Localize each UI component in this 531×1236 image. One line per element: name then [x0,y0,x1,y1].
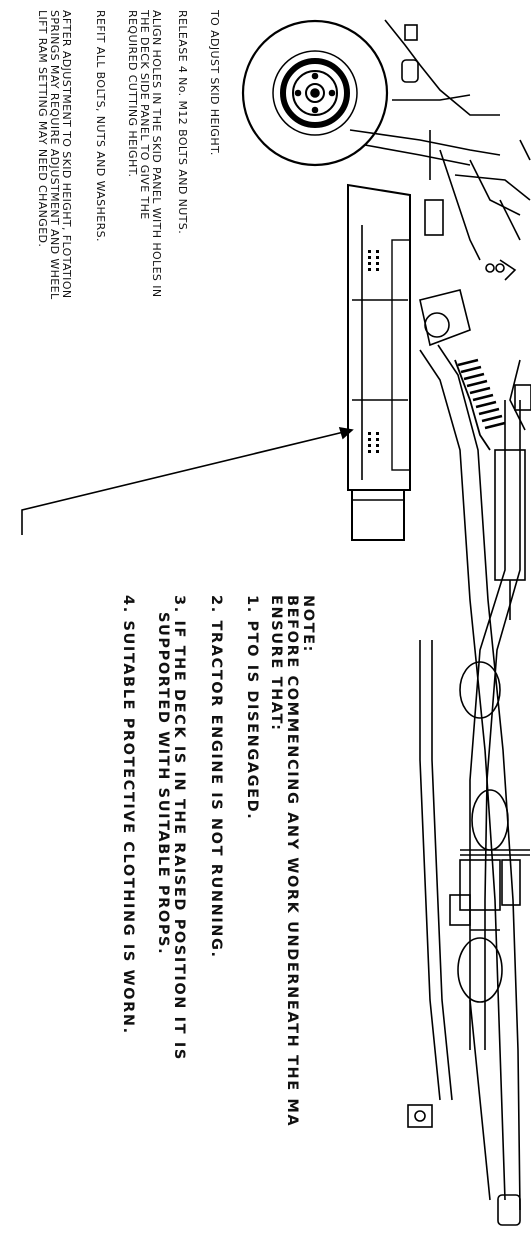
drive-shaft [419,344,530,1226]
tow-bar [407,640,453,1128]
flotation-spring [454,259,531,451]
wheel-drawing [241,19,389,167]
skid-pointer-arrow [21,426,354,535]
deck-side-panel [347,183,471,541]
wheel-arm-drawing [349,19,531,261]
